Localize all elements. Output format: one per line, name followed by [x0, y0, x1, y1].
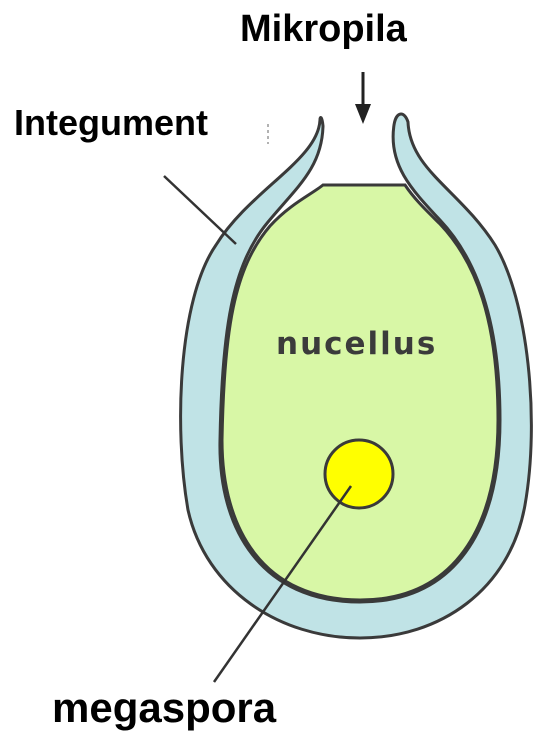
label-megaspore: megaspora [52, 684, 277, 731]
megaspore-circle [323, 438, 395, 510]
nucellus-shape [220, 183, 500, 602]
integument-shape [179, 112, 533, 640]
label-nucellus: nucellus [276, 326, 438, 362]
label-micropyle: Mikropila [240, 8, 407, 50]
label-integument: Integument [14, 102, 208, 143]
megaspore-leader-line [212, 485, 353, 683]
integument-leader-line [163, 175, 237, 245]
micropyle-arrow-head [355, 104, 371, 124]
